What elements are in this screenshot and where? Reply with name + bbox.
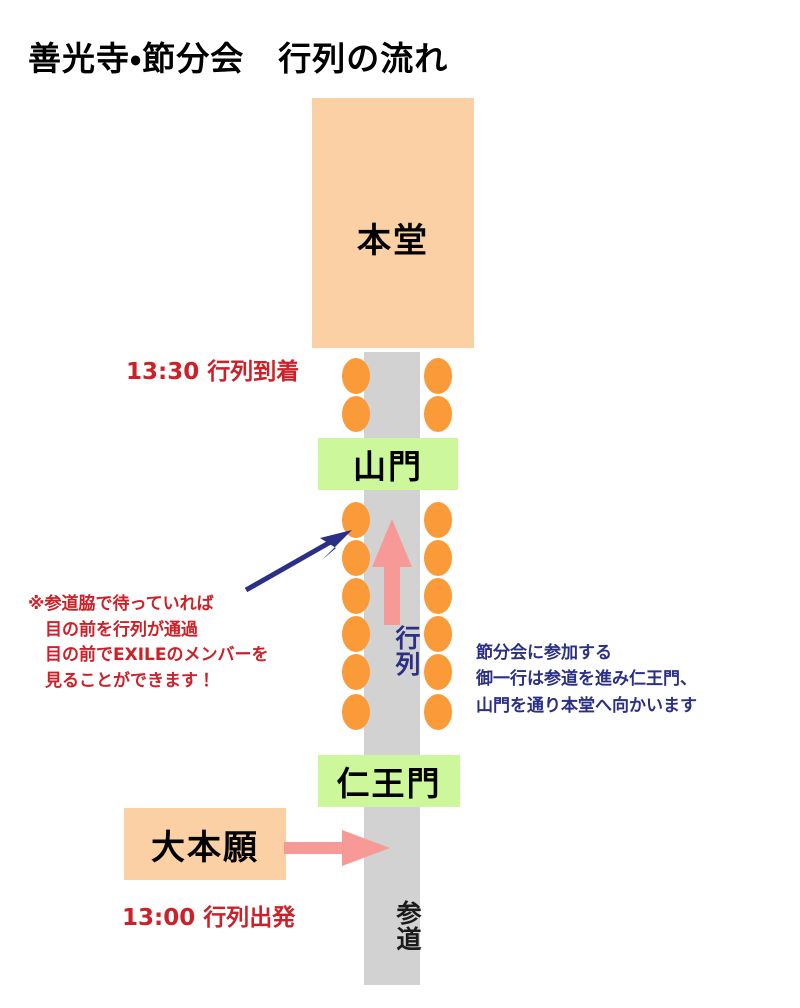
crowd-person: [342, 654, 370, 690]
gate-sanmon: 山門: [318, 438, 458, 490]
sando-label: 参道: [393, 900, 422, 952]
time-arrival-label: 13:30 行列到着: [126, 359, 300, 385]
crowd-person: [424, 654, 452, 690]
crowd-person: [424, 578, 452, 614]
crowd-person: [424, 502, 452, 538]
crowd-person: [424, 396, 452, 432]
time-departure-label: 13:00 行列出発: [122, 905, 296, 931]
building-hondo: 本堂: [312, 98, 474, 348]
building-daihongan-label: 大本願: [151, 827, 259, 868]
gate-niomon: 仁王門: [318, 755, 460, 807]
gate-sanmon-label: 山門: [353, 447, 423, 486]
note-viewing-tip: ※参道脇で待っていれば 目の前を行列が通過 目の前でEXILEのメンバーを 見る…: [28, 594, 269, 691]
crowd-person: [342, 578, 370, 614]
crowd-person: [424, 358, 452, 394]
crowd-person: [424, 616, 452, 652]
crowd-person: [342, 396, 370, 432]
crowd-person: [342, 358, 370, 394]
procession-label: 行列: [392, 625, 421, 677]
gate-niomon-label: 仁王門: [336, 764, 442, 803]
crowd-person: [342, 540, 370, 576]
departure-arrow: [284, 830, 390, 866]
crowd-person: [424, 540, 452, 576]
crowd-pointer-arrow: [244, 526, 356, 594]
crowd-person: [342, 616, 370, 652]
crowd-person: [342, 694, 370, 730]
procession-direction-arrow: [372, 519, 412, 625]
crowd-person: [424, 694, 452, 730]
note-route-description: 節分会に参加する 御一行は参道を進み仁王門、 山門を通り本堂へ向かいます: [476, 643, 697, 716]
building-daihongan: 大本願: [124, 808, 286, 880]
page-title: 善光寺・節分会 行列の流れ: [28, 39, 449, 78]
building-hondo-label: 本堂: [357, 220, 429, 261]
